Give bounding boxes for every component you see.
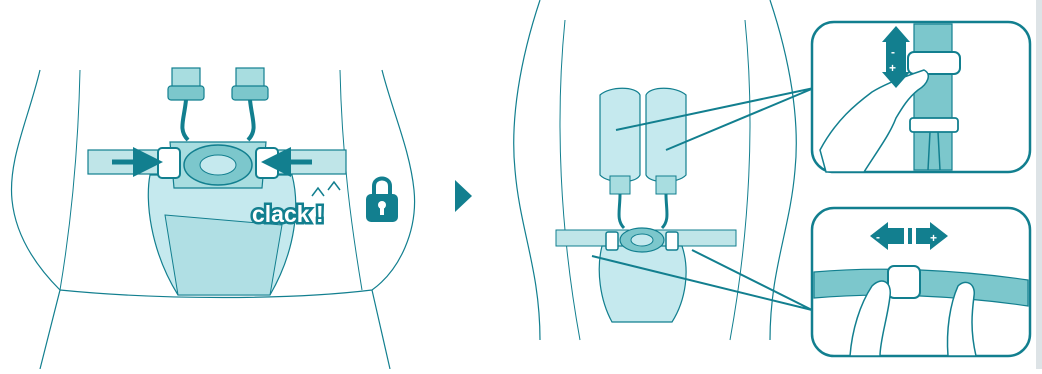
padlock-icon [366, 179, 398, 223]
back-cords [619, 194, 667, 228]
clack-label: clack ! [252, 201, 324, 227]
left-buckle-right [256, 148, 278, 178]
back-buckle-left [606, 232, 618, 250]
back-pad-left [600, 88, 640, 182]
inset-top-plus-label: + [889, 61, 896, 75]
next-arrow-icon [455, 180, 472, 212]
left-shoulder-strap-1 [172, 68, 200, 88]
back-strap-2 [656, 176, 676, 194]
inset-belt-adjust: - + [812, 208, 1030, 356]
left-strap-cords [182, 100, 253, 140]
back-pad-right [646, 88, 686, 182]
inset-bottom-minus-label: - [876, 230, 880, 244]
inset-shoulder-adjust: - + [812, 22, 1030, 172]
left-shoulder-strap-2 [236, 68, 264, 88]
left-hub-center [200, 155, 236, 175]
inset-bottom-buckle [888, 266, 920, 298]
inset-top-buckle [908, 52, 960, 74]
inset-top-strap [914, 24, 952, 170]
left-step-fasten: clack ! [11, 68, 414, 369]
left-pouch-inner [165, 215, 282, 295]
inset-bottom-plus-label: + [930, 231, 937, 245]
left-buckle-left [158, 148, 180, 178]
inset-top-minus-label: - [891, 45, 895, 59]
left-strap-clip-2 [232, 86, 268, 100]
clack-sound-marks [312, 182, 340, 196]
right-step-adjust [514, 0, 814, 340]
inset-top-clip [910, 118, 958, 132]
back-pouch [599, 246, 686, 322]
back-strap-1 [610, 176, 630, 194]
back-hub-center [631, 234, 653, 246]
right-edge-bar [1036, 0, 1042, 369]
left-strap-clip-1 [168, 86, 204, 100]
back-buckle-right [666, 232, 678, 250]
